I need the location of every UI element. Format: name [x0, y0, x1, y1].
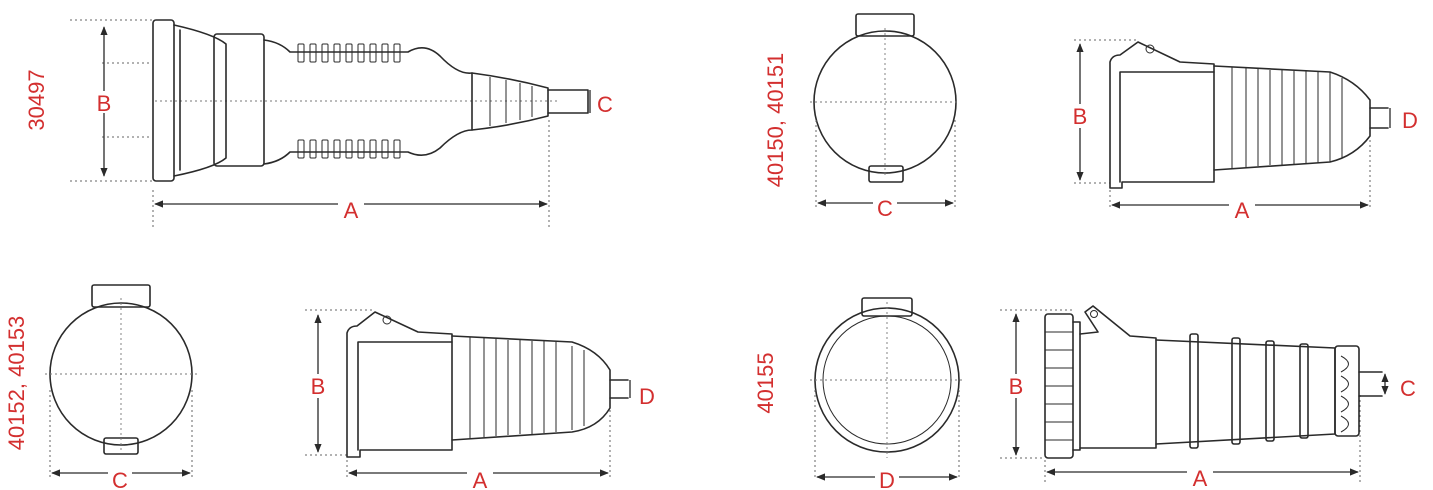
- label-a-40155: A: [1193, 466, 1208, 490]
- label-b-40155: B: [1009, 374, 1024, 399]
- label-c-30497: C: [597, 92, 613, 117]
- side-view-40155: [1044, 305, 1383, 459]
- front-view-40152: [45, 284, 197, 478]
- label-c-40150: C: [877, 196, 893, 221]
- plug-body-30497: [152, 19, 589, 182]
- label-b-40152: B: [311, 374, 326, 399]
- label-a-40152: A: [473, 468, 488, 490]
- label-c-40155: C: [1400, 376, 1416, 401]
- label-b-30497: B: [97, 91, 112, 116]
- label-a-30497: A: [344, 198, 359, 223]
- model-label-40155: 40155: [753, 352, 778, 413]
- front-view-40150: [810, 13, 960, 210]
- label-a-40150: A: [1235, 198, 1250, 223]
- front-view-40155: [810, 297, 964, 480]
- label-b-40150: B: [1073, 104, 1088, 129]
- label-d-40150: D: [1402, 108, 1418, 133]
- figure-40150-40151: 40150, 40151 C B D A: [763, 13, 1418, 223]
- label-d-40155: D: [879, 468, 895, 490]
- model-label-40152-40153: 40152, 40153: [4, 316, 29, 451]
- label-d-40152: D: [639, 384, 655, 409]
- figure-40155: 40155 D B: [753, 297, 1416, 490]
- label-c-40152: C: [112, 468, 128, 490]
- side-view-40152: [346, 311, 629, 458]
- figure-30497: 30497 B C A: [24, 19, 613, 230]
- model-label-30497: 30497: [24, 69, 49, 130]
- model-label-40150-40151: 40150, 40151: [763, 53, 788, 188]
- figure-40152-40153: 40152, 40153 C B D A: [4, 284, 655, 490]
- side-view-40150: [1109, 41, 1389, 189]
